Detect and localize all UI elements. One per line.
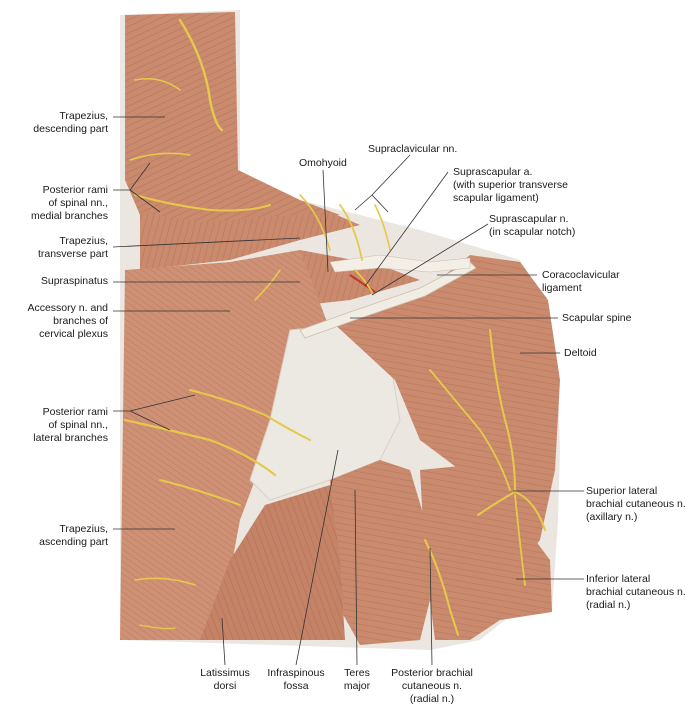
deltoid-shape: [330, 255, 560, 570]
trapezius-descending-shape: [125, 12, 340, 225]
suprascapular-artery: [349, 274, 376, 293]
leader-lines: [112, 116, 584, 666]
label-accessory-nerve: Accessory n. and branches of cervical pl…: [27, 302, 108, 340]
label-superior-lateral-brachial-cutaneous-nerve: Superior lateral brachial cutaneous n. (…: [586, 485, 686, 523]
label-trapezius-transverse: Trapezius, transverse part: [37, 235, 108, 260]
label-posterior-rami-lateral: Posterior rami of spinal nn., lateral br…: [33, 406, 108, 444]
label-infraspinous-fossa: Infraspinous fossa: [267, 667, 325, 692]
scapular-spine-shape: [299, 261, 477, 339]
nerves: [123, 18, 546, 636]
label-trapezius-ascending: Trapezius, ascending part: [39, 523, 108, 548]
label-scapular-spine: Scapular spine: [562, 312, 632, 324]
label-omohyoid: Omohyoid: [299, 157, 347, 169]
label-inferior-lateral-brachial-cutaneous-nerve: Inferior lateral brachial cutaneous n. (…: [586, 573, 686, 611]
label-supraclavicular-nn: Supraclavicular nn.: [368, 143, 458, 155]
label-supraspinatus: Supraspinatus: [40, 275, 108, 287]
trapezius-transverse-shape: [140, 212, 360, 270]
label-deltoid: Deltoid: [564, 347, 597, 359]
label-posterior-rami-medial: Posterior rami of spinal nn., medial bra…: [30, 184, 108, 222]
upper-arm-shape: [420, 465, 552, 640]
teres-major-shape: [330, 460, 430, 645]
label-coracoclavicular-ligament: Coracoclavicular ligament: [542, 269, 620, 294]
label-suprascapular-artery: Suprascapular a. (with superior transver…: [453, 166, 568, 204]
label-teres-major: Teres major: [343, 667, 371, 692]
label-suprascapular-nerve: Suprascapular n. (in scapular notch): [489, 213, 576, 238]
label-posterior-brachial-cutaneous-nerve: Posterior brachial cutaneous n. (radial …: [391, 667, 473, 705]
label-trapezius-descending: Trapezius, descending part: [33, 110, 108, 135]
label-latissimus-dorsi: Latissimus dorsi: [200, 667, 250, 692]
clavicle-shape: [329, 254, 471, 273]
